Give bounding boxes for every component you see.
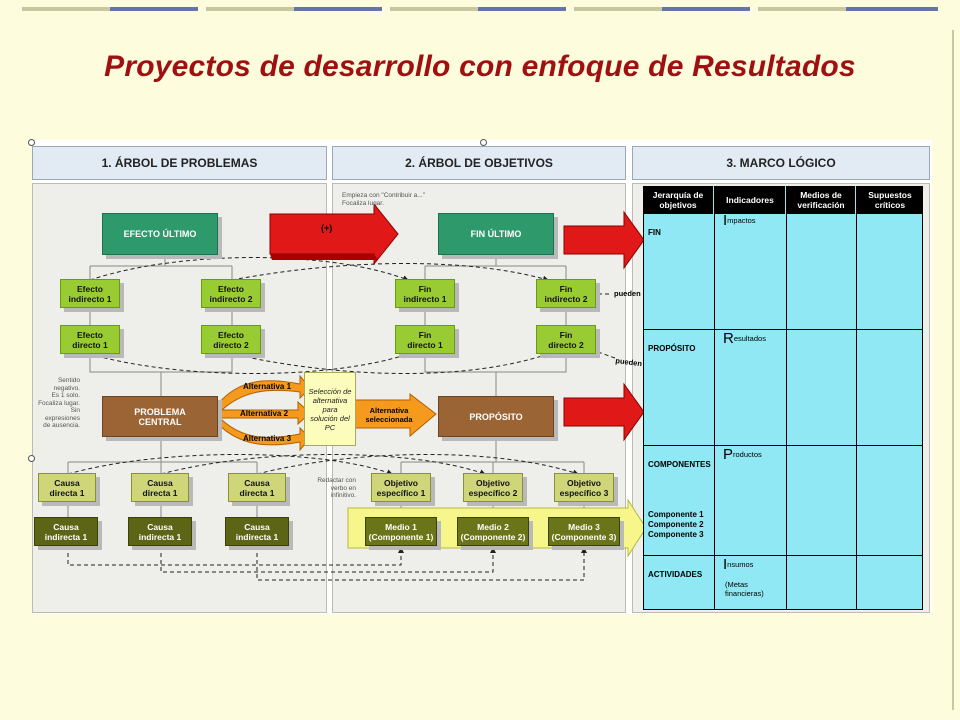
problema-central-box: PROBLEMA CENTRAL — [102, 396, 218, 437]
medio-2-box: Medio 2 (Componente 2) — [457, 517, 529, 546]
fin-ultimo-box: FIN ÚLTIMO — [438, 213, 554, 255]
nota-sentido-negativo: Sentido negativo. Es 1 solo. Focaliza lu… — [38, 377, 80, 429]
efecto-indirecto-1-box: Efecto indirecto 1 — [60, 279, 120, 308]
arrow-plus-label: (+) — [321, 223, 333, 233]
header-arbol-problemas: 1. ÁRBOL DE PROBLEMAS — [32, 146, 327, 180]
header-arbol-objetivos: 2. ÁRBOL DE OBJETIVOS — [332, 146, 626, 180]
selection-handle[interactable] — [480, 139, 487, 146]
indicador-metas-financieras: (Metas financieras) — [725, 580, 764, 598]
header-medios-verificacion: Medios de verificación — [787, 186, 855, 214]
alternativa-1-label: Alternativa 1 — [243, 382, 292, 391]
alternativa-3-label: Alternativa 3 — [243, 434, 292, 443]
indicador-productos: Productos — [723, 446, 762, 463]
tree-connectors — [67, 256, 585, 518]
objetivo-especifico-2-box: Objetivo específico 2 — [463, 473, 523, 502]
red-arrows — [269, 202, 645, 442]
causa-directa-box: Causa directa 1 — [131, 473, 189, 502]
indicador-impactos: Impactos — [723, 212, 756, 229]
fin-indirecto-2-box: Fin indirecto 2 — [536, 279, 596, 308]
header-indicadores: Indicadores — [715, 186, 785, 214]
fin-indirecto-1-box: Fin indirecto 1 — [395, 279, 455, 308]
efecto-ultimo-box: EFECTO ÚLTIMO — [102, 213, 218, 255]
proposito-box: PROPÓSITO — [438, 396, 554, 437]
indicador-resultados: Resultados — [723, 330, 766, 347]
header-jerarquia: Jerarquía de objetivos — [643, 186, 713, 214]
causa-indirecta-box: Causa indirecta 1 — [128, 517, 192, 546]
row-actividades-label: ACTIVIDADES — [648, 570, 703, 579]
efecto-indirecto-2-box: Efecto indirecto 2 — [201, 279, 261, 308]
header-supuestos: Supuestos críticos — [857, 186, 923, 214]
row-componentes-label: COMPONENTES — [648, 460, 711, 469]
header-marco-logico: 3. MARCO LÓGICO — [632, 146, 930, 180]
top-decoration-bars — [22, 7, 938, 13]
slide-title: Proyectos de desarrollo con enfoque de R… — [104, 50, 856, 83]
right-edge-line — [952, 30, 954, 710]
causa-indirecta-box: Causa indirecta 1 — [34, 517, 98, 546]
causa-indirecta-box: Causa indirecta 1 — [225, 517, 289, 546]
efecto-directo-1-box: Efecto directo 1 — [60, 325, 120, 354]
medio-1-box: Medio 1 (Componente 1) — [365, 517, 437, 546]
marco-logico-table: Jerarquía de objetivos Indicadores Medio… — [643, 186, 923, 610]
objetivo-especifico-3-box: Objetivo específico 3 — [554, 473, 614, 502]
alternativa-2-label: Alternativa 2 — [240, 409, 289, 418]
selection-handle[interactable] — [28, 139, 35, 146]
alternativa-seleccionada-label: Alternativa seleccionada — [365, 406, 413, 424]
seleccion-alternativa-box: Selección de alternativa para solución d… — [304, 372, 356, 446]
indicador-insumos: Insumos — [723, 556, 754, 573]
nota-redactar-verbo: Redactar con verbo en infinitivo. — [317, 477, 356, 499]
objetivo-especifico-1-box: Objetivo específico 1 — [371, 473, 431, 502]
fin-directo-2-box: Fin directo 2 — [536, 325, 596, 354]
fin-directo-1-box: Fin directo 1 — [395, 325, 455, 354]
medio-3-box: Medio 3 (Componente 3) — [548, 517, 620, 546]
causa-directa-box: Causa directa 1 — [38, 473, 96, 502]
causa-directa-box: Causa directa 1 — [228, 473, 286, 502]
selection-handle[interactable] — [28, 455, 35, 462]
row-fin-label: FIN — [648, 228, 661, 237]
nota-empieza-contribuir: Empieza con "Contribuir a..." Focaliza l… — [342, 192, 426, 207]
efecto-directo-2-box: Efecto directo 2 — [201, 325, 261, 354]
row-proposito-label: PROPÓSITO — [648, 344, 696, 353]
componentes-list: Componente 1 Componente 2 Componente 3 — [648, 510, 704, 539]
